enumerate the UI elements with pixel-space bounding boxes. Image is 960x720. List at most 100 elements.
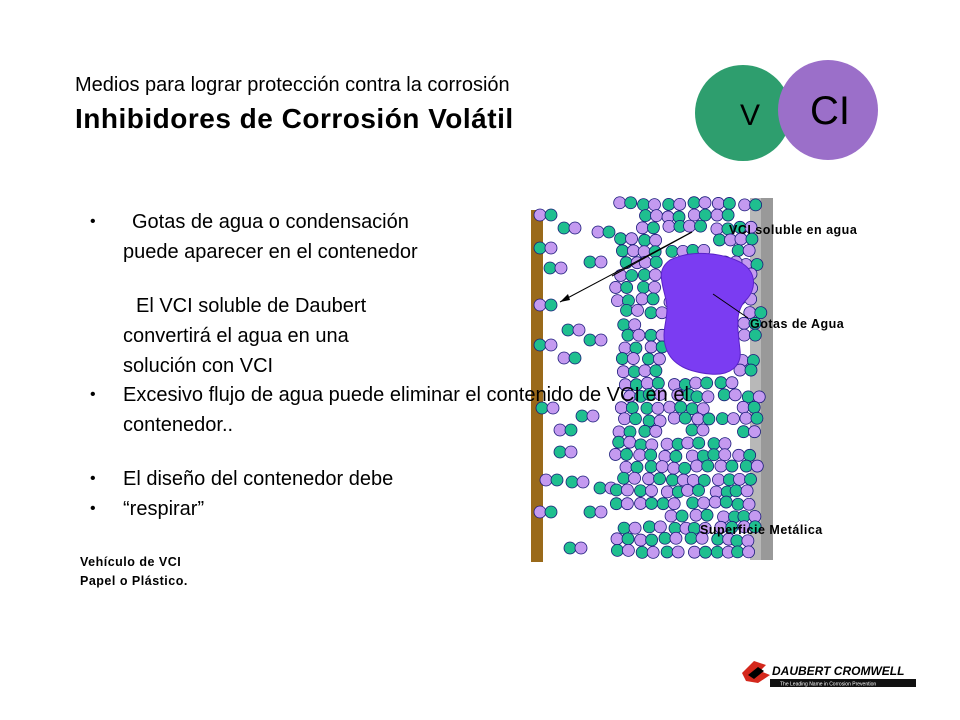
molecule-atom xyxy=(683,219,696,233)
molecule-atom xyxy=(714,459,728,473)
molecule-atom xyxy=(673,197,687,211)
molecule-atom xyxy=(655,460,669,474)
molecule-atom xyxy=(660,485,674,499)
molecule-atom xyxy=(546,401,560,415)
molecule-atom xyxy=(748,425,761,439)
molecule-atom xyxy=(744,472,757,486)
molecule-atom xyxy=(731,545,744,559)
molecule-atom xyxy=(675,509,689,523)
bullet-text: Gotas de agua o condensación xyxy=(132,211,409,233)
bullet-text: solución con VCI xyxy=(123,355,274,377)
molecule-atom xyxy=(533,208,547,222)
molecule-atom xyxy=(687,196,701,210)
molecule-atom xyxy=(610,543,624,557)
molecule-atom xyxy=(635,292,649,306)
arrow-line-3 xyxy=(712,293,749,319)
label-superficie-metalica: Superficie Metálica xyxy=(700,523,823,537)
bullet-text: El diseño del contenedor debe xyxy=(123,468,394,490)
molecule-atom xyxy=(637,268,651,282)
molecule-atom xyxy=(739,459,753,473)
molecule-atom xyxy=(632,328,646,342)
molecule-atom xyxy=(702,412,716,426)
molecule-atom xyxy=(568,221,582,235)
arrow-head xyxy=(560,294,570,302)
molecule-atom xyxy=(649,424,663,438)
molecule-atom xyxy=(713,233,726,247)
molecule-atom xyxy=(750,411,764,425)
molecule-atom xyxy=(557,351,571,365)
brand-name-bg xyxy=(770,663,916,677)
molecule-atom xyxy=(550,473,564,487)
molecule-atom xyxy=(627,244,640,258)
molecule-atom xyxy=(717,510,730,524)
molecule-atom xyxy=(553,445,567,459)
molecule-atom xyxy=(610,532,624,546)
bullet-dot: • xyxy=(90,213,96,230)
molecule-atom xyxy=(700,508,714,522)
molecule-atom xyxy=(554,261,568,275)
molecule-atom xyxy=(612,435,626,449)
molecule-atom xyxy=(620,497,634,511)
molecule-atom xyxy=(692,484,705,497)
brand-tagline: The Leading Name in Corrosion Prevention xyxy=(780,682,876,688)
molecule-atom xyxy=(644,460,658,474)
molecule-atom xyxy=(658,531,672,545)
molecule-atom xyxy=(648,280,661,294)
molecule-atom xyxy=(629,412,642,426)
molecule-atom xyxy=(731,244,745,257)
molecule-atom xyxy=(649,364,663,378)
molecule-atom xyxy=(650,209,663,223)
molecule-atom xyxy=(725,376,739,390)
bullet-text: Excesivo flujo de agua puede eliminar el… xyxy=(123,384,689,406)
logo-letters-ci: CI xyxy=(810,89,850,133)
vci-molecules xyxy=(533,196,768,559)
molecule-atom xyxy=(644,340,658,354)
molecule-atom xyxy=(698,196,712,210)
molecule-atom xyxy=(689,508,703,522)
vci-paper-strip xyxy=(531,210,543,562)
molecule-atom xyxy=(649,255,663,269)
molecule-atom xyxy=(561,323,575,337)
logo-letter-v: V xyxy=(740,99,760,132)
molecule-atom xyxy=(712,473,725,487)
molecule-atom xyxy=(687,208,701,222)
molecule-atom xyxy=(667,411,681,425)
molecule-atom xyxy=(742,244,756,257)
molecule-atom xyxy=(610,483,623,497)
molecule-atom xyxy=(667,497,681,511)
molecule-atom xyxy=(649,233,663,247)
molecule-atom xyxy=(750,459,764,473)
molecule-atom xyxy=(681,436,695,450)
molecule-atom xyxy=(653,520,667,534)
molecule-atom xyxy=(721,208,735,222)
molecule-atom xyxy=(662,220,676,233)
ci-circle xyxy=(778,60,878,160)
label-vci-soluble: VCI soluble en agua xyxy=(729,223,858,237)
molecule-atom xyxy=(717,388,731,402)
molecule-atom xyxy=(742,545,755,559)
molecule-atom xyxy=(575,409,589,423)
molecule-atom xyxy=(621,543,635,557)
molecule-atom xyxy=(646,545,660,559)
molecule-atom xyxy=(690,390,704,404)
molecule-atom xyxy=(697,473,711,487)
molecule-atom xyxy=(690,459,704,473)
molecule-atom xyxy=(747,400,761,414)
molecule-atom xyxy=(621,532,635,546)
molecule-atom xyxy=(544,208,558,222)
molecule-atom xyxy=(642,352,655,366)
molecule-atom xyxy=(609,497,623,511)
molecule-atom xyxy=(628,521,642,535)
molecule-atom xyxy=(718,437,732,450)
molecule-atom xyxy=(609,281,623,294)
bullet-text: “respirar” xyxy=(123,498,205,520)
molecule-atom xyxy=(692,436,706,450)
brand-tagline-bar xyxy=(770,679,916,687)
molecule-atom xyxy=(700,376,714,390)
molecule-atom xyxy=(621,328,635,342)
molecule-atom xyxy=(737,425,750,439)
molecule-atom xyxy=(594,333,608,347)
molecule-atom xyxy=(686,496,700,510)
molecule-atom xyxy=(665,244,679,258)
bullet-text: puede aparecer en el contenedor xyxy=(123,241,418,263)
